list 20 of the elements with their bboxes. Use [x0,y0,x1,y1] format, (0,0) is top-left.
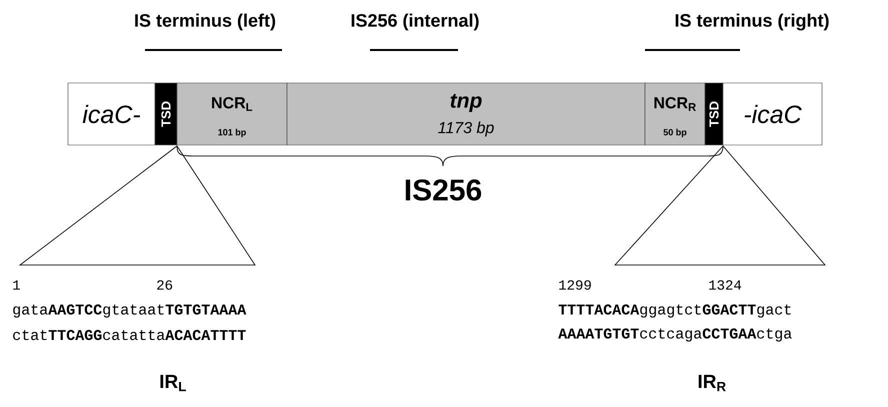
position-number: 1324 [709,280,742,290]
repeat-label: IR$_{R}$ [698,374,726,392]
ncr-box: NCR$_{L}$ 101 bp [176,82,288,146]
sequence-text: TTTTACACAggagtctGGACTTgact [558,304,791,318]
tsd-box: TSD [154,82,178,146]
sequence-text: ctatTTCAGGcatattaACACATTTT [13,330,246,340]
region-heading: IS256 (internal) [352,14,479,30]
region-heading: IS terminus (right) [676,14,829,30]
region-heading: IS terminus (left) [135,14,276,30]
position-number: 1299 [559,280,591,290]
flanking-gene-box: icaC- [68,82,156,146]
sequence-text: gataAAGTCCgtataatTGTGTAAAA [13,304,246,318]
element-label: IS256 [406,179,482,201]
tsd-box: TSD [704,82,724,146]
flanking-gene-box: -icaC [722,82,822,146]
ncr-box: NCR$_{R}$ 50 bp [644,82,706,146]
sequence-text: AAAATGTGTcctcagaCCTGAActga [558,328,792,342]
position-number: 1 [13,280,20,290]
repeat-label: IR$_{L}$ [160,374,186,392]
position-number: 26 [157,280,172,290]
